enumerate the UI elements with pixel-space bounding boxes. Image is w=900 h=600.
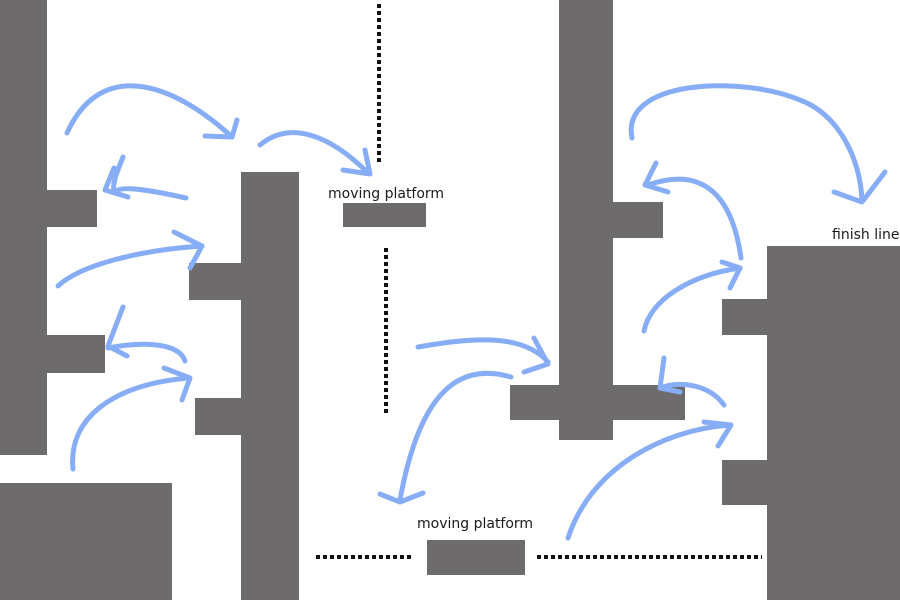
jump-arrow [55, 229, 205, 289]
right-center-ledge [613, 202, 663, 238]
jump-arrow [641, 259, 743, 334]
jump-arrow [102, 154, 189, 201]
jump-arrow [628, 83, 888, 205]
jump-arrow [565, 419, 734, 541]
moving-platform-bottom [427, 540, 525, 575]
jump-arrow [642, 160, 744, 261]
right-center-pillar [559, 0, 613, 440]
moving-platform-label-bottom: moving platform [417, 516, 534, 532]
jump-arrow [70, 365, 193, 472]
jump-arrow [657, 355, 727, 408]
finish-ledge-lower [722, 460, 767, 505]
finish-block [767, 246, 900, 600]
middle-ledge-upper [189, 263, 241, 300]
left-wall [0, 0, 47, 455]
moving-platform-top [343, 203, 426, 227]
jump-arrow [415, 335, 551, 375]
right-center-base [510, 385, 685, 420]
bottom-left-block [0, 483, 172, 600]
jump-arrow [105, 304, 188, 364]
middle-ledge-lower [195, 398, 241, 435]
jump-arrow [377, 370, 514, 505]
finish-line-label: finish line [832, 227, 900, 243]
left-ledge-lower [47, 335, 105, 373]
middle-pillar [241, 172, 299, 600]
left-ledge-upper [47, 190, 97, 227]
jump-arrow [64, 83, 240, 140]
finish-ledge-upper [722, 299, 767, 335]
jump-arrow [257, 130, 373, 177]
moving-platform-label-top: moving platform [328, 186, 445, 202]
